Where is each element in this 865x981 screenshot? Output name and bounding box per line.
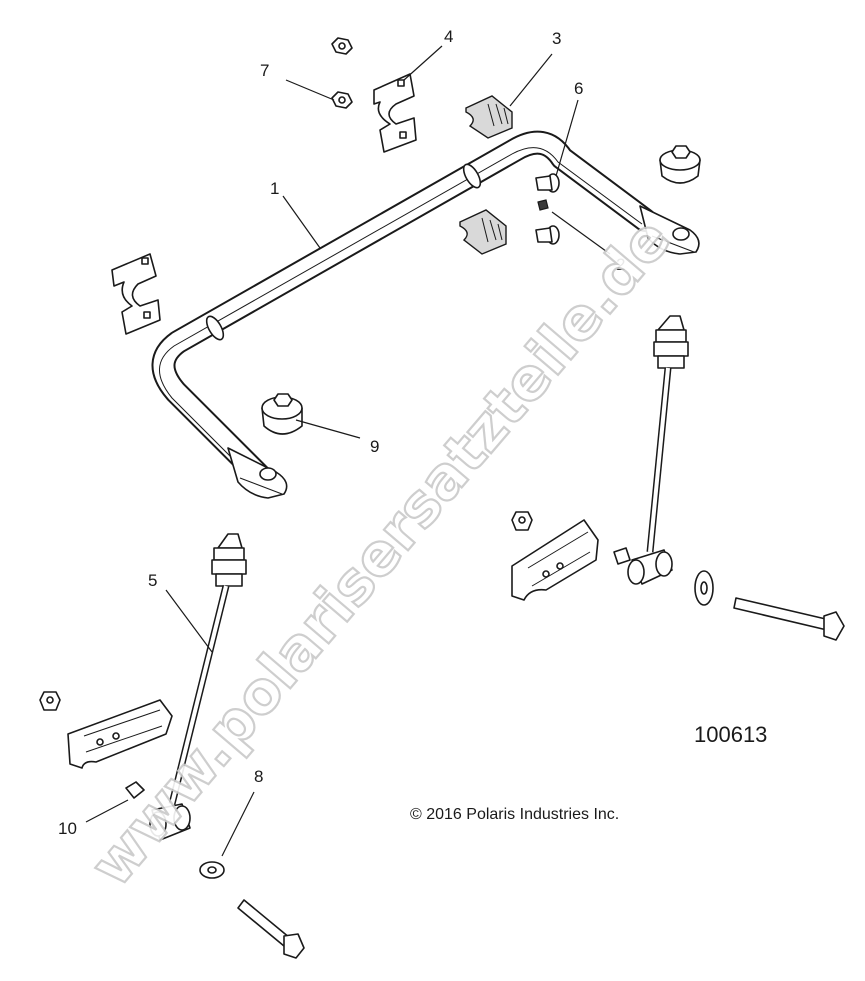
callout-7: 7 [260,61,269,80]
flange-nut-left [39,691,61,711]
bolt-short-upper [535,173,560,193]
callout-9: 9 [370,437,379,456]
bolt-long-right [733,597,845,641]
callout-6: 6 [574,79,583,98]
callout-10: 10 [58,819,77,838]
grease-fitting [537,199,549,211]
copyright-notice: © 2016 Polaris Industries Inc. [410,806,619,823]
bar-end-bushing [261,393,303,435]
washer-left [199,861,225,879]
callout-4: 4 [444,27,453,46]
leader-lines [85,45,611,857]
washer-right [694,570,714,606]
mount-bracket-left [67,699,173,769]
figure-number: 100613 [694,722,767,747]
flange-nut-right [511,511,533,531]
split-bushing-lower [459,209,507,255]
nut-small-left [125,781,145,799]
bar-clamp [373,73,417,153]
bolt-long-left [237,899,305,959]
bar-clamp-left [111,253,161,335]
bar-end-bushing-right [659,145,701,184]
callout-8: 8 [254,767,263,786]
stabilizer-bar [151,130,700,499]
callout-5: 5 [148,571,157,590]
bolt-short-lower [535,225,560,245]
mount-bracket-right [511,519,599,601]
nut-top [331,37,353,55]
nut-middle [331,91,353,109]
callout-3: 3 [552,29,561,48]
callout-1: 1 [270,179,279,198]
split-bushing-upper [465,95,513,139]
callout-2: 2 [616,255,625,274]
stabilizer-link-left [149,533,247,841]
stabilizer-link-right [613,315,689,585]
